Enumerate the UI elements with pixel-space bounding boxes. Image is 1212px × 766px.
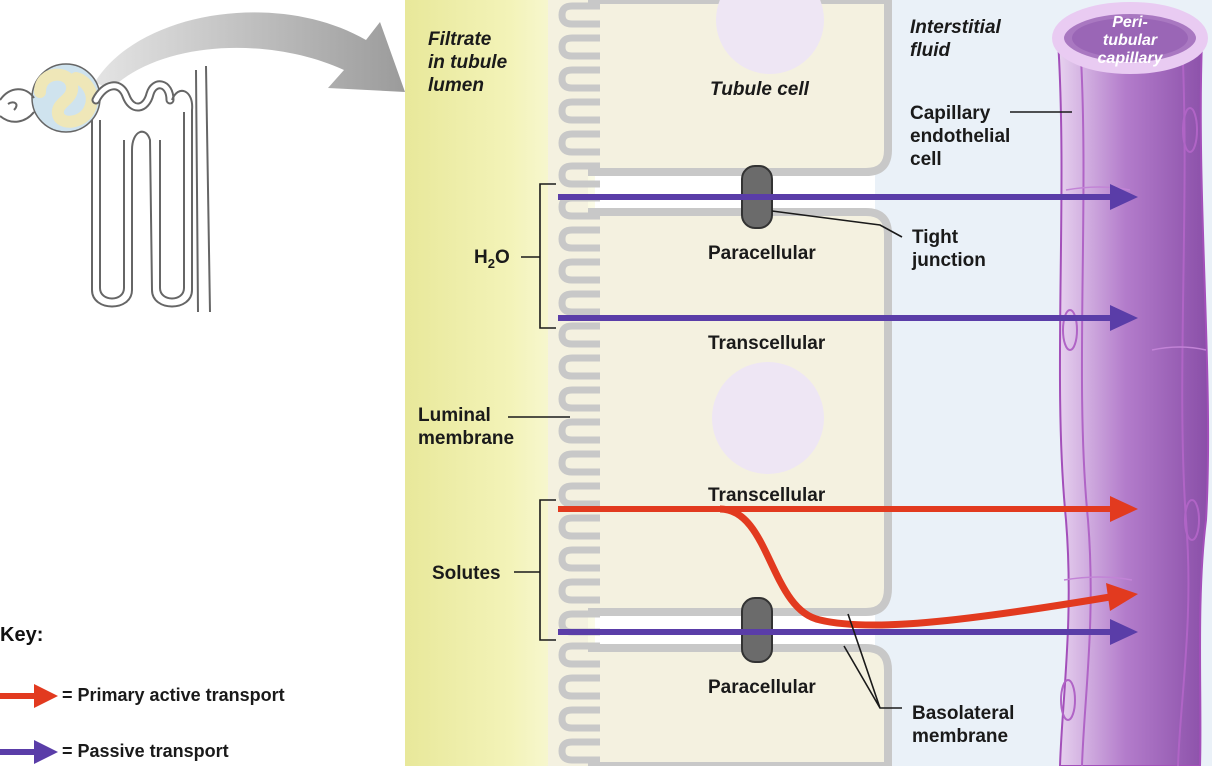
microvillus: [558, 290, 600, 316]
cell-boundary-1: [1065, 186, 1131, 191]
legend-active-label: = Primary active transport: [62, 685, 285, 705]
microvillus: [558, 674, 600, 700]
solute-paracellular-arrowhead: [1110, 619, 1138, 645]
endothelial-nucleus-1: [1182, 107, 1198, 153]
microvillus: [558, 354, 600, 380]
microvillus: [558, 514, 600, 540]
h2o-transcellular-arrowhead: [1110, 305, 1138, 331]
legend-title: Key:: [0, 624, 44, 646]
microvillus: [558, 450, 600, 476]
solutes-bracket: [539, 499, 556, 641]
microvillus: [558, 418, 600, 444]
peritubular-capillary: [1052, 2, 1210, 766]
collecting-duct: [195, 65, 211, 313]
h2o-label-h: H: [474, 247, 488, 268]
solute-curved-arrow: [719, 505, 1111, 629]
transcellular-top-label: Transcellular: [708, 333, 826, 354]
h2o-label-sub: 2: [487, 255, 495, 271]
filtrate-label: Filtrate in tubule lumen: [428, 29, 508, 96]
basolateral-leader: [843, 613, 902, 709]
capillary-wall-left: [1079, 39, 1092, 766]
microvillus: [558, 642, 600, 668]
solute-transcellular-arrowhead: [1110, 496, 1138, 522]
nucleus-upper: [716, 0, 824, 74]
paracellular-bottom-label: Paracellular: [708, 677, 816, 698]
nucleus-middle: [712, 362, 824, 474]
legend-passive-label: = Passive transport: [62, 741, 229, 761]
legend-swatches: [0, 684, 58, 764]
microvillus: [558, 130, 600, 156]
capillary-body: [1056, 39, 1210, 766]
peritubular-label: Peri- tubular capillary: [1097, 14, 1163, 67]
microvillus: [558, 578, 600, 604]
nephron-illustration: [0, 12, 405, 313]
microvillus: [558, 162, 600, 188]
loop-of-henle-outer: [91, 89, 194, 308]
capillary-opening: [1072, 18, 1188, 58]
endothelial-nucleus-2: [1062, 309, 1078, 351]
microvillus: [558, 2, 600, 28]
microvilli: [548, 0, 600, 766]
microvillus: [558, 706, 600, 732]
h2o-paracellular-arrowhead: [1110, 184, 1138, 210]
microvillus: [558, 482, 600, 508]
microvillus: [558, 322, 600, 348]
cell-boundary-2: [1151, 346, 1207, 351]
h2o-bracket: [539, 183, 556, 329]
transcellular-bottom-label: Transcellular: [708, 485, 826, 506]
tubule-cell-lower: [576, 644, 892, 766]
nephron-arrow: [95, 12, 405, 92]
microvillus: [558, 66, 600, 92]
endothelial-nucleus-4: [1060, 679, 1076, 721]
capillary-endothelial-label: Capillary endothelial cell: [910, 103, 1011, 170]
microvilli-backdrop: [548, 0, 588, 766]
microvillus: [558, 34, 600, 60]
luminal-membrane-label: Luminal membrane: [418, 405, 515, 449]
tight-junction-label: Tight junction: [912, 227, 986, 271]
microvillus: [558, 386, 600, 412]
legend-active-head: [34, 684, 58, 708]
microvillus: [558, 738, 600, 764]
microvillus: [558, 546, 600, 572]
h2o-label-o: O: [494, 247, 510, 268]
solute-curved-arrowhead: [1106, 583, 1138, 611]
capillary-wall-right: [1177, 39, 1190, 766]
interstitial-label: Interstitial fluid: [910, 17, 1001, 61]
paracellular-top-label: Paracellular: [708, 243, 816, 264]
microvillus: [558, 226, 600, 252]
solutes-label: Solutes: [432, 563, 501, 584]
active-arrows: [558, 496, 1138, 629]
proximal-tubule-inner: [93, 82, 173, 110]
h2o-label: H2O: [474, 246, 510, 275]
cell-boundary-3: [1063, 576, 1133, 581]
endothelial-nucleus-3: [1184, 499, 1200, 541]
afferent-loops: [0, 88, 35, 123]
passive-arrows: [558, 184, 1138, 645]
tubule-cells: [548, 0, 892, 766]
glomerulus-tuft: [34, 68, 98, 128]
microvillus: [558, 98, 600, 124]
leaders: [508, 111, 1072, 709]
tubule-cell-label: Tubule cell: [710, 79, 809, 100]
legend-passive-head: [34, 740, 58, 764]
tight-junction-leader: [771, 210, 903, 238]
loop-of-henle-inner: [99, 112, 185, 300]
microvillus: [558, 258, 600, 284]
basolateral-membrane-label: Basolateral membrane: [912, 703, 1015, 747]
